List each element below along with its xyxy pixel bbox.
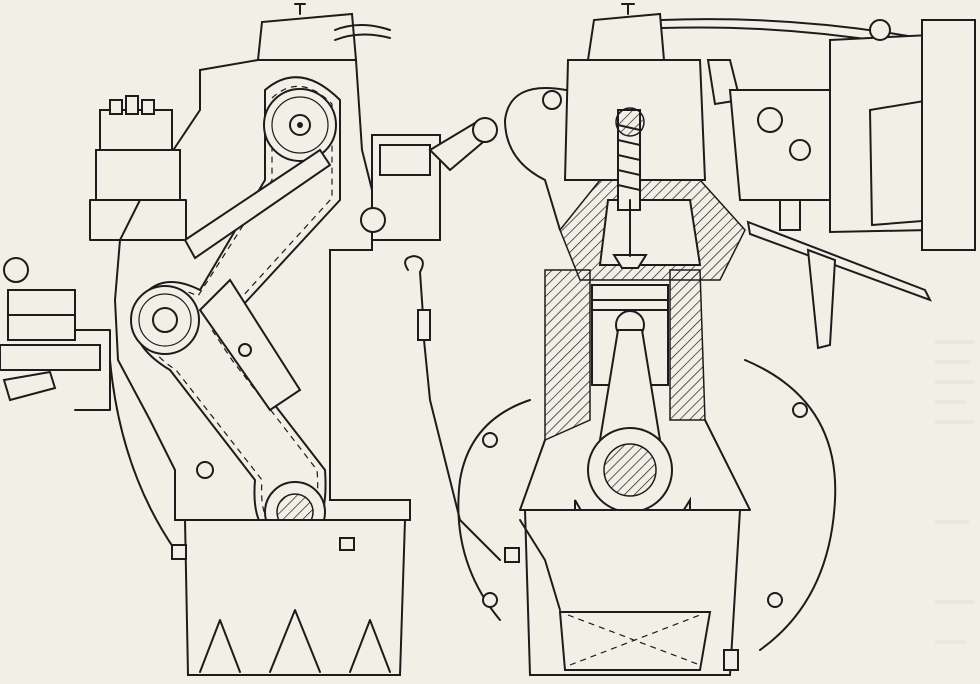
left-rocker-cover bbox=[256, 3, 391, 61]
idler-sprocket bbox=[130, 285, 200, 355]
right-oil-sump bbox=[504, 509, 742, 676]
dipstick bbox=[404, 255, 501, 561]
cylinder-block bbox=[519, 269, 751, 511]
right-engine-view bbox=[457, 3, 976, 676]
oil-pump-pickup bbox=[519, 519, 561, 611]
carburettor bbox=[706, 59, 842, 231]
left-water-pump bbox=[360, 117, 498, 241]
chain-tensioner bbox=[183, 148, 332, 479]
distributor-cap bbox=[89, 95, 187, 241]
throttle-arm bbox=[806, 248, 837, 350]
camshaft-sprocket bbox=[263, 88, 337, 162]
flywheel-housing bbox=[457, 359, 837, 651]
throttle-linkage bbox=[746, 220, 933, 302]
valve bbox=[612, 107, 648, 269]
air-filter bbox=[829, 19, 976, 251]
left-oil-sump bbox=[171, 519, 407, 676]
fuel-pump bbox=[0, 257, 111, 411]
right-breather-hose bbox=[504, 87, 567, 231]
bleed-through-marks bbox=[935, 340, 975, 644]
left-engine-view bbox=[0, 3, 501, 676]
left-hose bbox=[109, 359, 176, 551]
